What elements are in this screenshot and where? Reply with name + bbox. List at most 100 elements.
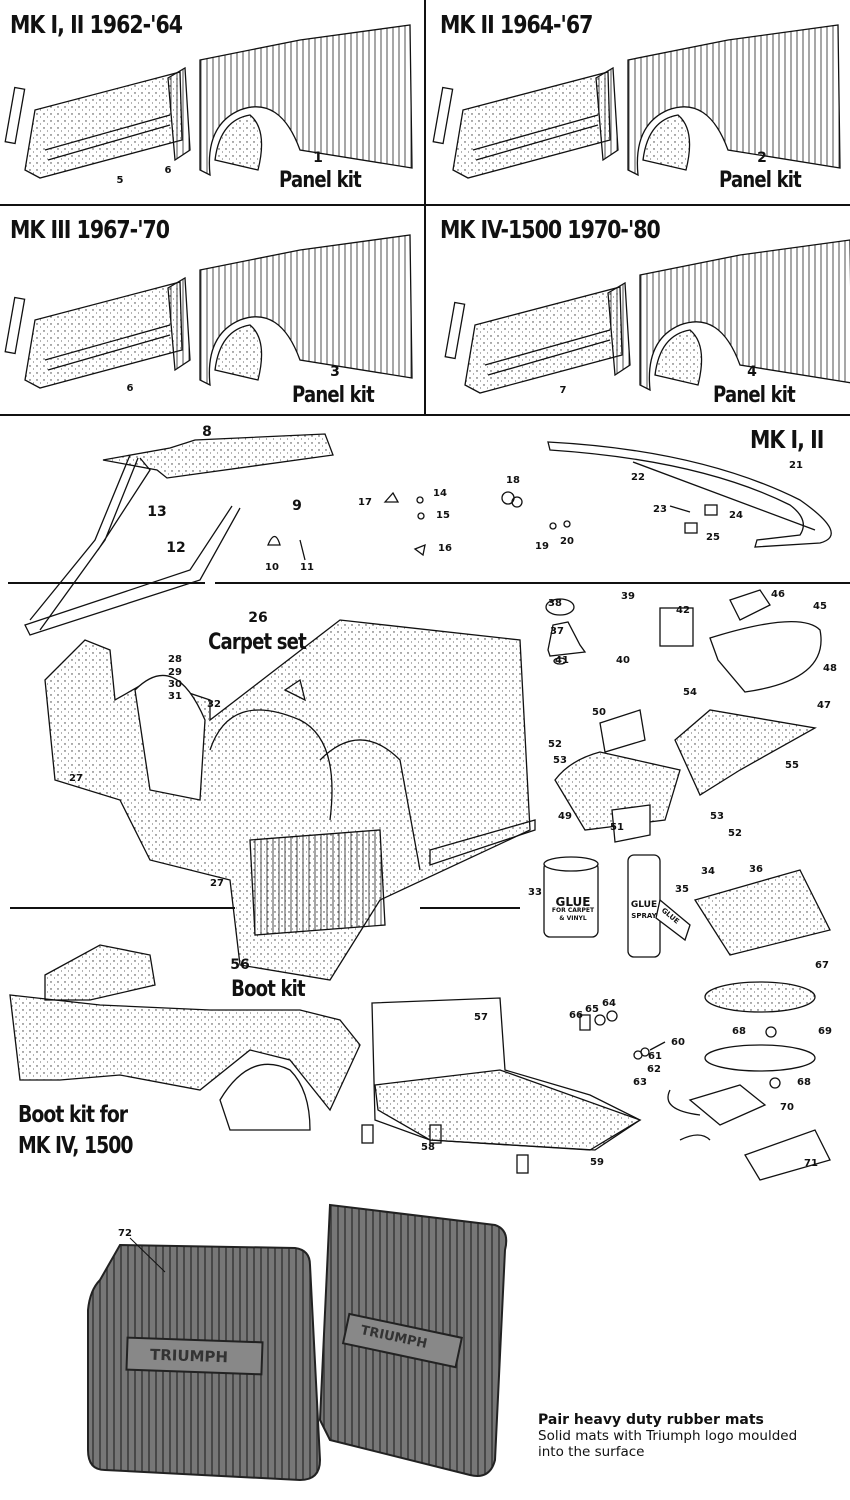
glue-spray-line1: GLUE	[630, 900, 658, 910]
callout-65: 65	[585, 1004, 599, 1015]
callout-27: 27	[69, 773, 83, 784]
callout-16: 16	[438, 543, 452, 554]
callout-68: 68	[797, 1077, 811, 1088]
callout-59: 59	[590, 1157, 604, 1168]
callout-33: 33	[528, 887, 542, 898]
callout-19: 19	[535, 541, 549, 552]
kit-label-carpet: Carpet set	[208, 630, 307, 655]
callout-72: 72	[118, 1228, 132, 1239]
callout-22: 22	[631, 472, 645, 483]
callout-18: 18	[506, 475, 520, 486]
callout-10: 10	[265, 562, 279, 573]
glue-tin-line2: FOR CARPET	[551, 907, 595, 914]
mats-caption-line2: into the surface	[538, 1444, 645, 1460]
mats-caption-line1: Solid mats with Triumph logo moulded	[538, 1428, 798, 1444]
glue-tin-line3: & VINYL	[559, 915, 587, 922]
callout-6: 6	[164, 165, 172, 176]
kit-label-3: Panel kit	[292, 383, 375, 408]
mats-caption-title: Pair heavy duty rubber mats	[538, 1412, 764, 1428]
kit-number-26: 26	[248, 610, 268, 626]
callout-35: 35	[675, 884, 689, 895]
section-title-hood: MK I, II	[750, 425, 824, 454]
callout-55: 55	[785, 760, 799, 771]
callout-67: 67	[815, 960, 829, 971]
callout-58: 58	[421, 1142, 435, 1153]
callout-39: 39	[621, 591, 635, 602]
callout-29: 29	[168, 667, 182, 678]
callout-9: 9	[292, 498, 302, 514]
glue-spray-label: GLUE SPRAY	[630, 900, 658, 922]
callout-15: 15	[436, 510, 450, 521]
callout-30: 30	[168, 679, 182, 690]
glue-tin-label: GLUE FOR CARPET & VINYL	[551, 896, 595, 923]
callout-5: 5	[116, 175, 124, 186]
callout-63: 63	[633, 1077, 647, 1088]
callout-60: 60	[671, 1037, 685, 1048]
callout-51: 51	[610, 822, 624, 833]
kit-number-2: 2	[757, 150, 767, 166]
callout-20: 20	[560, 536, 574, 547]
callout-52: 52	[548, 739, 562, 750]
callout-45: 45	[813, 601, 827, 612]
kit-label-2: Panel kit	[719, 168, 802, 193]
callout-37: 37	[550, 626, 564, 637]
callout-7: 7	[559, 385, 567, 396]
mats-caption: Pair heavy duty rubber mats Solid mats w…	[538, 1412, 797, 1460]
callout-64: 64	[602, 998, 616, 1009]
callout-38: 38	[548, 598, 562, 609]
kit-number-56: 56	[230, 957, 250, 973]
boot-note-line2: MK IV, 1500	[18, 1133, 134, 1159]
callout-6: 6	[126, 383, 134, 394]
section-dividers	[0, 0, 850, 909]
callout-66: 66	[569, 1010, 583, 1021]
callout-71: 71	[804, 1158, 818, 1169]
callout-61: 61	[648, 1051, 662, 1062]
callout-25: 25	[706, 532, 720, 543]
callout-27: 27	[210, 878, 224, 889]
callout-14: 14	[433, 488, 447, 499]
callout-34: 34	[701, 866, 715, 877]
callout-62: 62	[647, 1064, 661, 1075]
kit-label-1: Panel kit	[279, 168, 362, 193]
callout-41: 41	[555, 655, 569, 666]
callout-52: 52	[728, 828, 742, 839]
section-title-mk2: MK II 1964-'67	[440, 10, 593, 39]
panel-kit-drawing	[4, 24, 413, 179]
callout-49: 49	[558, 811, 572, 822]
callout-50: 50	[592, 707, 606, 718]
callout-31: 31	[168, 691, 182, 702]
kit-number-1: 1	[313, 150, 323, 166]
callout-12: 12	[166, 540, 186, 556]
carpet-set-drawing	[44, 619, 536, 981]
callout-8: 8	[202, 424, 212, 440]
callout-11: 11	[300, 562, 314, 573]
callout-36: 36	[749, 864, 763, 875]
callout-47: 47	[817, 700, 831, 711]
mat-logo-left: TRIUMPH	[149, 1345, 229, 1367]
section-title-mk4: MK IV-1500 1970-'80	[440, 215, 661, 244]
section-title-mk12: MK I, II 1962-'64	[10, 10, 183, 39]
callout-32: 32	[207, 699, 221, 710]
callout-53: 53	[553, 755, 567, 766]
callout-28: 28	[168, 654, 182, 665]
callout-13: 13	[147, 504, 167, 520]
callout-54: 54	[683, 687, 697, 698]
callout-68: 68	[732, 1026, 746, 1037]
callout-70: 70	[780, 1102, 794, 1113]
callout-42: 42	[676, 605, 690, 616]
kit-number-3: 3	[330, 364, 340, 380]
callout-46: 46	[771, 589, 785, 600]
hood-parts-drawing	[24, 433, 832, 636]
callout-57: 57	[474, 1012, 488, 1023]
callout-53: 53	[710, 811, 724, 822]
callout-69: 69	[818, 1026, 832, 1037]
kit-label-boot: Boot kit	[231, 977, 306, 1002]
glue-spray-line2: SPRAY	[631, 912, 657, 920]
rubber-mats-drawing	[87, 1203, 508, 1482]
kit-number-4: 4	[747, 364, 757, 380]
callout-40: 40	[616, 655, 630, 666]
callout-21: 21	[789, 460, 803, 471]
callout-24: 24	[729, 510, 743, 521]
